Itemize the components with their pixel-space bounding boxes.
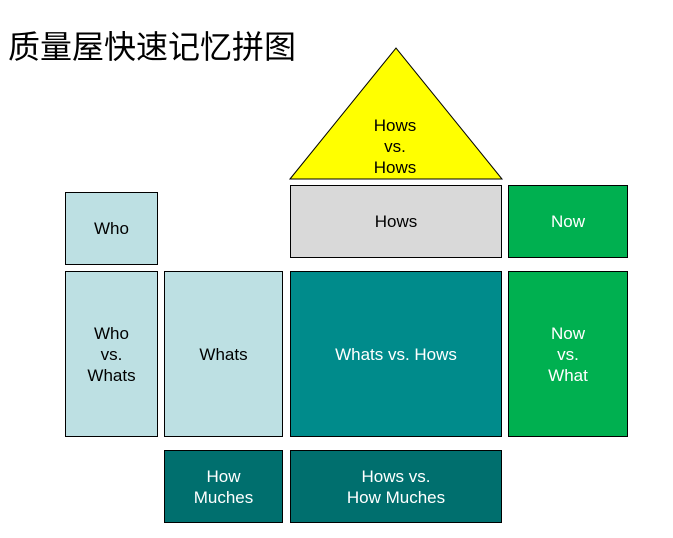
block-whats-vs-hows: Whats vs. Hows [290, 271, 502, 437]
block-now: Now [508, 185, 628, 258]
block-who-vs-whats-label: Who vs. Whats [87, 323, 136, 385]
block-how-muches: How Muches [164, 450, 283, 523]
page-title: 质量屋快速记忆拼图 [8, 28, 297, 66]
block-hows: Hows [290, 185, 502, 258]
block-hows-vs-how-muches-label: Hows vs. How Muches [346, 466, 446, 507]
block-hows-vs-how-muches: Hows vs. How Muches [290, 450, 502, 523]
block-whats-label: Whats [199, 344, 248, 364]
block-now-label: Now [550, 212, 585, 231]
block-now-vs-what-label: Now vs. What [548, 323, 588, 385]
roof-label-hows-vs-hows: Hows vs. Hows [373, 116, 417, 177]
block-now-vs-what: Now vs. What [508, 271, 628, 437]
block-who-label: Who [94, 219, 129, 238]
block-whats: Whats [164, 271, 283, 437]
block-who: Who [65, 192, 158, 265]
block-how-muches-label: How Muches [193, 466, 254, 507]
block-who-vs-whats: Who vs. Whats [65, 271, 158, 437]
block-hows-label: Hows [374, 212, 418, 231]
block-whats-vs-hows-label: Whats vs. Hows [335, 344, 457, 364]
